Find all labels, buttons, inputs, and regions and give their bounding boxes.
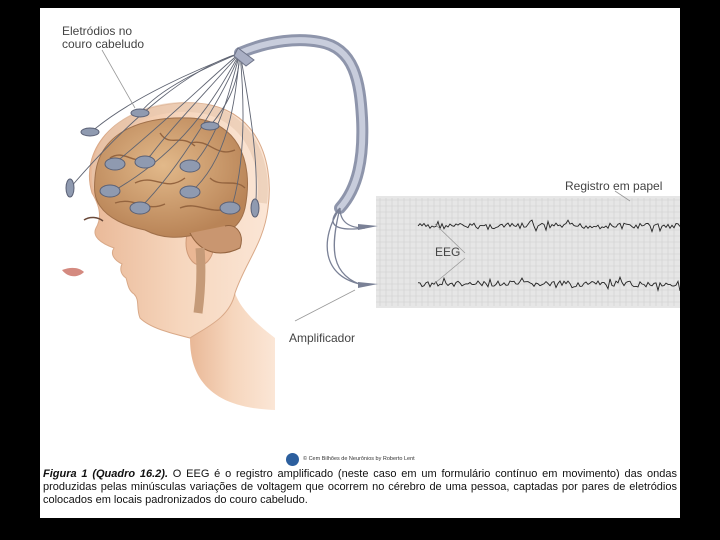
eeg-illustration: Eletródios no couro cabeludo Registro em… xyxy=(62,24,680,410)
label-amplifier: Amplificador xyxy=(289,331,355,345)
eeg-trace-1 xyxy=(417,219,680,234)
recorder-pen xyxy=(358,224,378,230)
label-electrodes-line2: couro cabeludo xyxy=(62,37,144,51)
electrode xyxy=(134,155,156,169)
label-electrodes-line1: Eletródios no xyxy=(62,24,132,38)
eye xyxy=(83,216,104,222)
electrode xyxy=(250,198,260,218)
recorder-pen xyxy=(358,282,378,288)
electrode xyxy=(65,178,75,198)
paper-grid xyxy=(376,198,680,306)
leader-lines xyxy=(101,49,631,322)
cerebellum xyxy=(189,224,242,254)
cable xyxy=(233,34,369,287)
label-paper-record: Registro em papel xyxy=(565,179,662,193)
label-eeg: EEG xyxy=(435,245,460,259)
scalp-electrodes xyxy=(65,108,260,218)
electrode xyxy=(104,157,126,171)
electrode xyxy=(200,121,220,131)
electrode xyxy=(179,159,201,173)
eeg-figure: Eletródios no couro cabeludo Registro em… xyxy=(40,8,680,518)
brainstem xyxy=(193,247,206,314)
eeg-trace-2 xyxy=(417,275,680,293)
electrode xyxy=(130,108,150,118)
electrode-wires xyxy=(69,52,257,214)
caption-text: O EEG é o registro amplificado (neste ca… xyxy=(43,468,677,506)
lips xyxy=(62,267,84,277)
electrode xyxy=(80,127,100,137)
electrode xyxy=(179,185,201,199)
electrode xyxy=(219,201,241,215)
paper-record xyxy=(358,196,680,308)
electrode xyxy=(129,201,151,215)
caption-label: Figura 1 (Quadro 16.2). xyxy=(43,468,169,480)
paper-strip xyxy=(376,196,680,308)
electrode xyxy=(99,184,121,198)
figure-caption: Figura 1 (Quadro 16.2). O EEG é o regist… xyxy=(40,466,680,509)
publisher-logo-icon xyxy=(286,452,299,466)
copyright-credit: © Cem Bilhões de Neurônios by Roberto Le… xyxy=(286,452,415,466)
credit-text: © Cem Bilhões de Neurônios by Roberto Le… xyxy=(303,456,415,462)
